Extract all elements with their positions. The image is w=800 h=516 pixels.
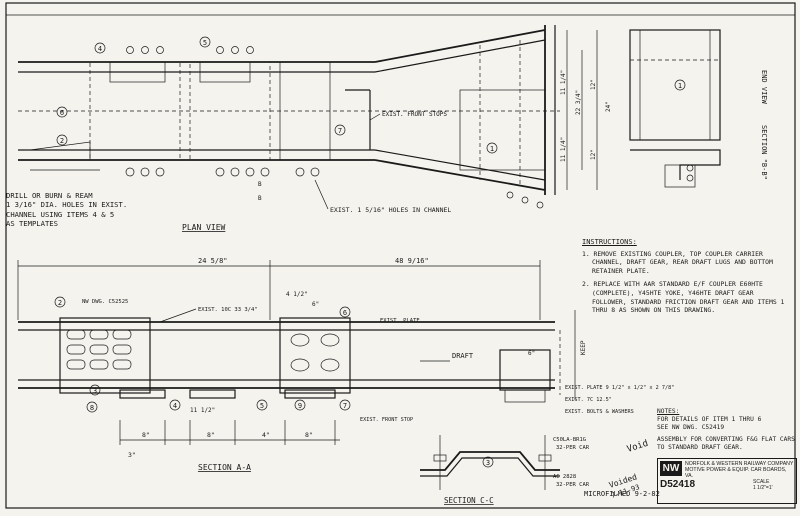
sec-balloon-5: 6 <box>343 309 347 317</box>
label-exist-plate: EXIST. PLATE <box>380 318 420 324</box>
instruction-item-2: 2. REPLACE WITH AAR STANDARD E/F COUPLER… <box>582 280 785 315</box>
drill-note-line-4: AS TEMPLATES <box>6 219 58 229</box>
balloon-6: 6 <box>60 109 64 117</box>
notes-line-1: FOR DETAILS OF ITEM 1 THRU 6 <box>657 416 762 423</box>
balloon-4: 4 <box>98 45 102 53</box>
sec-balloon-2: 3 <box>93 387 97 395</box>
plan-holes <box>125 46 544 209</box>
section-aa-bottom-dims: 8" 8" 4" 8" 3" 11 1/2" <box>119 407 340 459</box>
end-balloon-1: 1 <box>678 82 682 90</box>
dim-8-c: 8" <box>305 431 313 439</box>
sec-balloon-4: 5 <box>260 402 264 410</box>
label-exist-10c: EXIST. 10C 33 3/4" <box>198 307 258 313</box>
scale-value: 1 1/2"=1' <box>753 485 773 491</box>
nw-logo: NW <box>660 461 682 476</box>
balloon-1: 1 <box>490 145 494 153</box>
dim-11-1-4-lower: 11 1/4" <box>560 137 567 162</box>
dim-11-1-2: 11 1/2" <box>190 407 215 414</box>
label-ac: AC 2828 <box>553 474 576 480</box>
scale-box: SCALE 1 1/2"=1' <box>753 479 773 491</box>
dim-22-3-4: 22 3/4" <box>575 90 582 115</box>
dim-4-1-2: 4 1/2" <box>286 291 308 298</box>
microfilmed-stamp: MICROFILMED 9-2-82 <box>584 490 660 498</box>
label-draft: DRAFT <box>452 352 474 360</box>
sheet-border <box>5 2 796 509</box>
dim-12-upper: 12" <box>590 79 597 90</box>
title-block: NW NORFOLK & WESTERN RAILWAY COMPANY MOT… <box>657 458 797 504</box>
label-exist-7c: EXIST. 7C 12.5" <box>565 397 612 403</box>
plan-view <box>18 25 560 195</box>
drawing-number: D52418 <box>660 479 696 490</box>
notes-line-2: SEE NW DWG. C52419 <box>657 424 725 431</box>
label-c50: C50LA-BR1G <box>553 437 586 443</box>
plan-right-dims: 11 1/4" 22 3/4" 12" 24" 11 1/4" 12" <box>560 30 612 190</box>
plan-item-balloons: 4 5 6 7 1 2 <box>56 36 498 154</box>
section-aa <box>18 310 576 403</box>
company-info: NORFOLK & WESTERN RAILWAY COMPANY MOTIVE… <box>685 461 795 479</box>
drill-note-line-2: 1 3/16" DIA. HOLES IN EXIST. <box>6 200 128 210</box>
end-view: 1 END VIEW SECTION "B-B" <box>629 29 768 188</box>
scale-label: SCALE <box>753 479 770 485</box>
dim-11-1-4-upper: 11 1/4" <box>560 70 567 95</box>
label-exist-plate-2: EXIST. PLATE 9 1/2" x 1/2" x 2 7/8" <box>565 385 674 391</box>
sec-balloon-1: 2 <box>58 299 62 307</box>
drill-note-line-3: CHANNEL USING ITEMS 4 & 5 <box>6 209 115 219</box>
sec-balloon-6: 7 <box>343 402 347 410</box>
company-name: NORFOLK & WESTERN RAILWAY COMPANY <box>685 461 794 467</box>
drill-note: DRILL OR BURN & REAM 1 3/16" DIA. HOLES … <box>6 191 156 229</box>
label-nw-dwg: NW DWG. C52525 <box>82 299 128 305</box>
notes-heading: NOTES: <box>657 408 680 415</box>
label-c50-sub: 32-PER CAR <box>556 445 590 451</box>
title-plan-view: PLAN VIEW <box>182 223 226 232</box>
title-section-bb: SECTION "B-B" <box>760 125 768 180</box>
section-cc: 3 C50LA-BR1G 32-PER CAR AC 2828 32-PER C… <box>420 435 590 505</box>
instruction-item-1: 1. REMOVE EXISTING COUPLER, TOP COUPLER … <box>582 249 773 275</box>
label-exist-bolts: EXIST. BOLTS & WASHERS <box>565 409 634 415</box>
dim-3: 3" <box>128 451 136 459</box>
sec-balloon-8: 9 <box>298 402 302 410</box>
title-section-cc: SECTION C-C <box>444 496 494 505</box>
section-aa-dims: 24 5/8" 48 9/16" 4 1/2" 6" 6" <box>17 257 541 357</box>
instructions-heading: INSTRUCTIONS: <box>582 238 637 246</box>
instructions-block: INSTRUCTIONS: 1. REMOVE EXISTING COUPLER… <box>582 238 792 320</box>
dim-8-b: 8" <box>207 431 215 439</box>
balloon-2: 2 <box>60 137 64 145</box>
section-b-mark: B <box>258 181 262 188</box>
dim-48-9-16: 48 9/16" <box>395 257 429 265</box>
label-ac-sub: 32-PER CAR <box>556 482 590 488</box>
sec-balloon-3: 4 <box>173 402 177 410</box>
dim-6-top: 6" <box>312 301 319 308</box>
label-keep: KEEP <box>580 340 587 355</box>
label-exist-front-stops: EXIST. FRONT STOPS <box>382 111 447 118</box>
notes-block: NOTES: FOR DETAILS OF ITEM 1 THRU 6 SEE … <box>657 408 797 452</box>
dim-24-5-8: 24 5/8" <box>198 257 228 265</box>
balloon-5: 5 <box>203 39 207 47</box>
balloon-7: 7 <box>338 127 342 135</box>
title-section-aa: SECTION A-A <box>198 463 251 472</box>
dim-4: 4" <box>262 431 270 439</box>
section-b-mark-2: B <box>258 195 262 202</box>
stamp-void: Void <box>626 439 650 455</box>
cc-balloon-3: 3 <box>486 459 490 467</box>
dim-24: 24" <box>605 101 612 112</box>
title-end-view: END VIEW <box>760 70 768 105</box>
company-dept: MOTIVE POWER & EQUIP. CAR BOARDS, VA. <box>685 467 787 479</box>
label-exist-front-stop: EXIST. FRONT STOP <box>360 417 413 423</box>
dim-12-lower: 12" <box>590 149 597 160</box>
section-aa-balloons: 2 3 4 5 6 7 8 9 <box>54 296 351 413</box>
drawing-title: ASSEMBLY FOR CONVERTING F&G FLAT CARS TO… <box>657 436 795 451</box>
dim-8-a: 8" <box>142 431 150 439</box>
dim-6-right: 6" <box>528 350 535 357</box>
drill-note-line-1: DRILL OR BURN & REAM <box>6 191 93 200</box>
sec-balloon-7: 8 <box>90 404 94 412</box>
label-holes-in-channel: EXIST. 1 5/16" HOLES IN CHANNEL <box>330 206 451 214</box>
